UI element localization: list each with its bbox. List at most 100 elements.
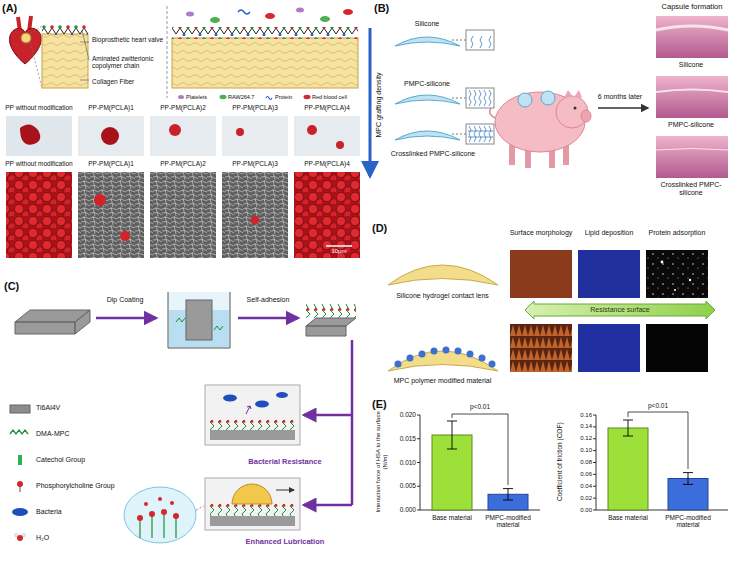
illustration-rect — [510, 324, 572, 372]
axis-tick: 0.10 — [564, 447, 592, 454]
illustration-circle — [336, 141, 344, 149]
hydration-illustration — [124, 487, 204, 543]
illustration-ellipse — [220, 95, 227, 99]
illustration-rect — [646, 250, 708, 298]
illustration-circle — [689, 279, 691, 281]
pig-illustration — [490, 90, 591, 168]
axis-tick: 0.000 — [388, 506, 416, 513]
error-bars — [447, 412, 693, 500]
illustration-ellipse — [276, 392, 288, 398]
illustration-path — [9, 28, 41, 64]
category-label: Base material — [427, 514, 477, 521]
illustration-path — [246, 406, 251, 414]
illustration-path — [417, 415, 540, 510]
resistance-band: Resistance surface — [525, 301, 715, 319]
axis-tick: 0.020 — [388, 411, 416, 418]
illustration-circle — [574, 107, 577, 110]
sample-label: PMPC-silicone — [652, 121, 730, 129]
beaker — [168, 292, 230, 348]
sample-label: PP-PM(PCLA)1 — [74, 160, 148, 167]
illustration-ellipse — [223, 395, 237, 402]
axis-title: Interaction force of HSA to the surface … — [374, 405, 388, 520]
axis-tick: 0.14 — [564, 423, 592, 430]
illustration-rect — [210, 516, 295, 526]
illustration-rect — [18, 455, 22, 465]
illustration-circle — [674, 289, 676, 291]
sample-label: Silicone — [392, 20, 462, 28]
illustration-rect — [222, 116, 288, 156]
illustration-ellipse — [581, 110, 591, 122]
sample-label: PP-PM(PCLA)1 — [74, 104, 148, 111]
polymer-brush — [306, 304, 356, 318]
panel-letter: (D) — [372, 222, 402, 235]
illustration-circle — [169, 124, 181, 136]
scale-label: 10μm — [322, 248, 356, 255]
illustration-ellipse — [210, 17, 220, 23]
sample-label: PMPC-silicone — [389, 80, 465, 88]
mpc-coating — [395, 347, 496, 368]
illustration-circle — [170, 501, 174, 505]
axis-tick: 0.00 — [564, 507, 592, 514]
significance-label: p<0.01 — [460, 403, 500, 410]
illustration-circle — [307, 125, 317, 135]
bar-chart — [417, 415, 728, 510]
sample-photos — [6, 116, 360, 156]
illustration-circle — [149, 511, 155, 517]
illustration-path — [623, 420, 693, 484]
illustration-path — [266, 97, 272, 100]
illustration-circle — [120, 231, 130, 241]
axis-title: Coefficient of friction (COF) — [556, 407, 563, 517]
illustration-path — [168, 292, 230, 348]
annotation: Aminated zwitterionic copolymer chain — [92, 55, 164, 70]
outcome-label: Enhanced Lubrication — [226, 538, 344, 547]
legend-icons — [178, 95, 311, 100]
legend-label: RAW264.7 — [228, 94, 270, 100]
illustration-path — [468, 126, 493, 142]
legend-icons — [10, 405, 30, 541]
process-label: Self-adhesion — [234, 296, 302, 304]
panel-letter: (A) — [2, 2, 32, 15]
illustration-circle — [23, 534, 26, 537]
process-arrow — [351, 340, 354, 505]
illustration-rect — [150, 116, 216, 156]
modified-lens — [388, 351, 498, 371]
sample-label: Crosslinked PMPC-silicone — [385, 150, 481, 158]
axis-tick: 0.015 — [388, 435, 416, 442]
illustration-rect — [656, 136, 728, 178]
illustration-circle — [489, 361, 496, 368]
illustration-ellipse — [124, 487, 196, 543]
sample-label: PP without modification — [2, 160, 76, 167]
axis-tick: 0.16 — [564, 412, 592, 419]
sample-label: Silicone — [652, 61, 730, 69]
illustration-circle — [431, 348, 438, 355]
illustration-path — [196, 506, 204, 510]
process-label: 6 months later — [590, 93, 650, 101]
illustration-path — [395, 95, 460, 104]
illustration-ellipse — [320, 16, 330, 22]
illustration-ellipse — [304, 95, 311, 99]
sample-label: PP-PM(PCLA)3 — [218, 104, 292, 111]
category-label: PMPC-modified material — [480, 514, 536, 529]
illustration-ellipse — [265, 13, 275, 19]
illustration-rect — [210, 430, 295, 440]
illustration-rect — [78, 116, 144, 156]
panel-letter: (E) — [372, 398, 402, 411]
illustration-circle — [236, 128, 244, 136]
illustration-line — [326, 245, 352, 247]
illustration-path — [140, 514, 176, 538]
column-title: Lipid deposition — [574, 229, 644, 237]
illustration-circle — [173, 513, 179, 519]
illustration-path — [395, 37, 460, 46]
illustration-circle — [17, 481, 23, 487]
illustration-path — [447, 421, 513, 500]
illustration-rect — [222, 172, 288, 258]
illustration-rect — [186, 300, 212, 340]
illustration-rect — [294, 116, 360, 156]
illustration-circle — [21, 33, 31, 43]
illustration-rect — [578, 324, 640, 372]
capsule-histology — [656, 16, 728, 178]
category-label: PMPC-modified material — [660, 514, 716, 529]
process-arrow — [238, 317, 298, 320]
density-arrow — [369, 28, 372, 176]
panel-letter: (B) — [374, 2, 404, 15]
